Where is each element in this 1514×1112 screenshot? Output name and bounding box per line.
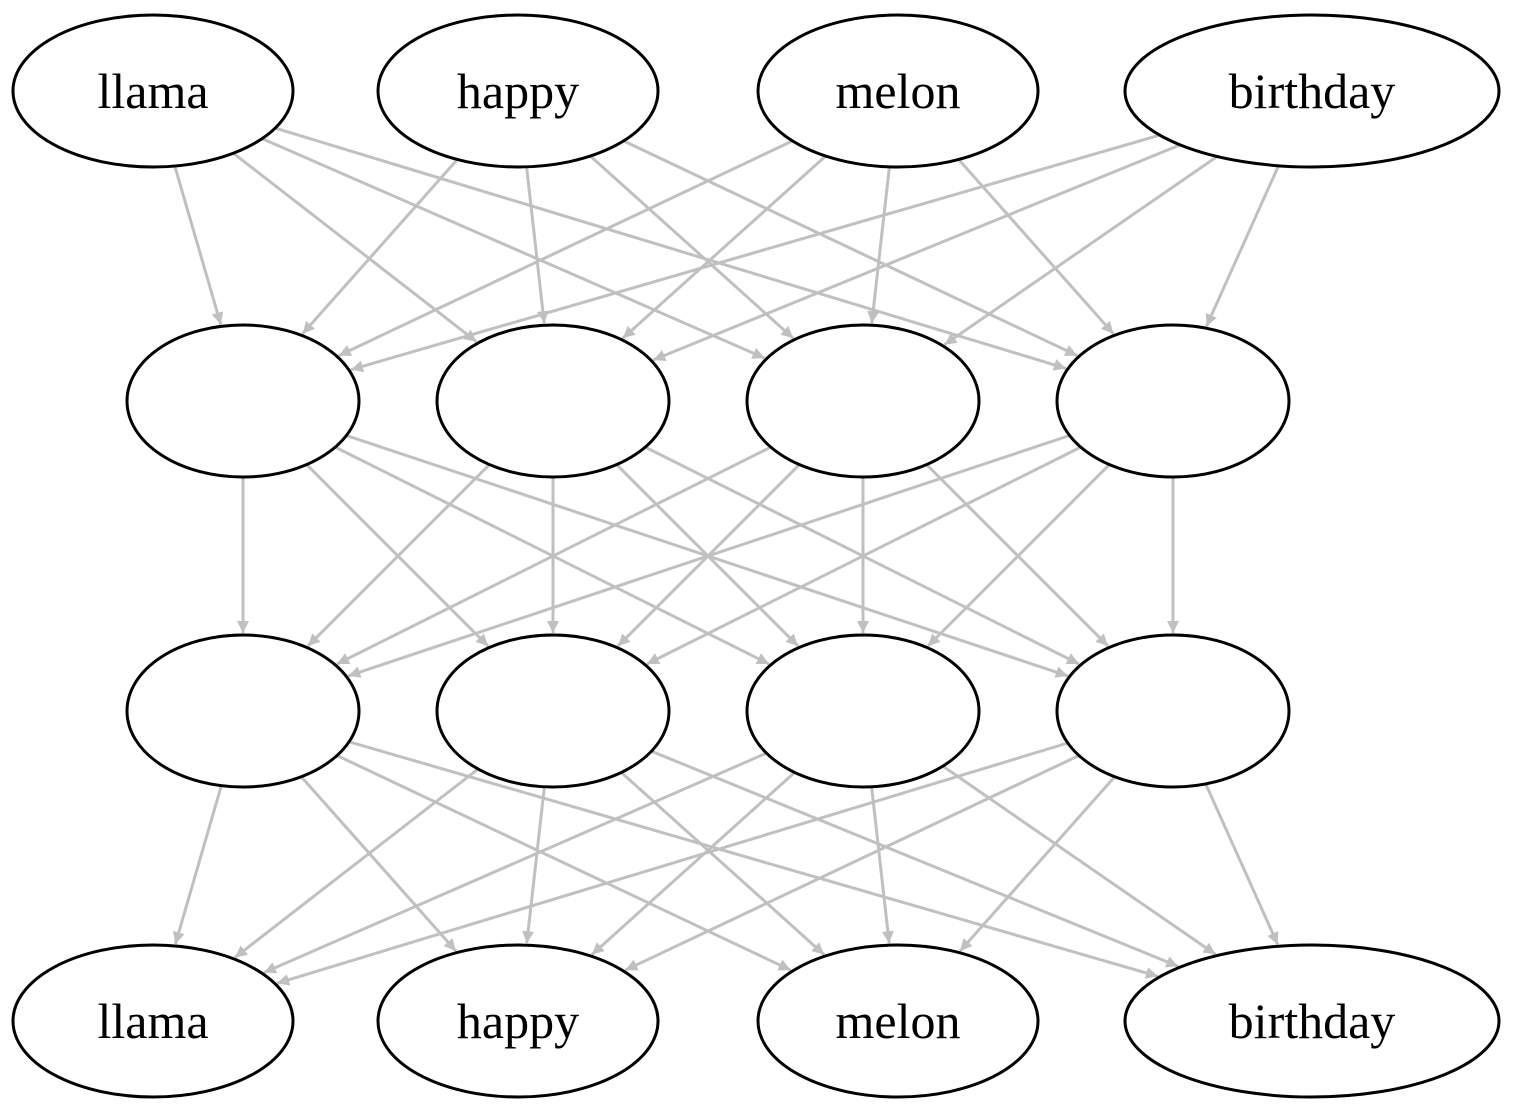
edge-h2_4-to-out_birthday xyxy=(1204,783,1280,946)
edge-in_happy-to-h1_1 xyxy=(301,158,459,335)
node-ellipse xyxy=(435,633,671,789)
edge-h1_4-to-h2_2 xyxy=(646,445,1082,666)
node-h2_3 xyxy=(745,633,981,789)
node-out_happy: happy xyxy=(376,943,660,1099)
node-out_llama: llama xyxy=(11,943,295,1099)
node-ellipse xyxy=(756,13,1040,169)
edge-in_birthday-to-h1_4 xyxy=(1205,165,1280,327)
edge-h2_2-to-out_llama xyxy=(233,767,480,959)
node-ellipse xyxy=(125,633,361,789)
edge-in_happy-to-h1_4 xyxy=(622,139,1078,357)
edge-h1_3-to-h2_1 xyxy=(336,445,772,666)
node-in_happy: happy xyxy=(376,13,660,169)
edge-h2_1-to-out_happy xyxy=(300,775,458,952)
node-label: birthday xyxy=(1229,993,1396,1049)
edge-h1_4-to-h2_1 xyxy=(347,434,1071,678)
edge-h2_4-to-out_happy xyxy=(624,754,1080,972)
edge-in_llama-to-h1_2 xyxy=(232,152,478,343)
node-h1_4 xyxy=(1055,323,1291,479)
node-ellipse xyxy=(11,943,295,1099)
node-h2_4 xyxy=(1055,633,1291,789)
node-label: birthday xyxy=(1229,63,1396,119)
node-ellipse xyxy=(745,323,981,479)
edge-h2_4-to-out_melon xyxy=(958,775,1116,952)
edge-in_melon-to-h1_2 xyxy=(621,154,827,340)
edge-in_birthday-to-h1_3 xyxy=(943,155,1218,346)
node-ellipse xyxy=(125,323,361,479)
node-label: melon xyxy=(836,993,961,1049)
edge-h2_3-to-out_llama xyxy=(263,751,768,974)
edge-in_melon-to-h1_3 xyxy=(867,166,891,324)
node-label: happy xyxy=(457,63,579,119)
node-ellipse xyxy=(376,13,660,169)
node-out_birthday: birthday xyxy=(1123,943,1501,1099)
node-ellipse xyxy=(11,13,295,169)
node-h2_2 xyxy=(435,633,671,789)
node-ellipse xyxy=(745,633,981,789)
node-out_melon: melon xyxy=(756,943,1040,1099)
node-label: melon xyxy=(836,63,961,119)
edge-in_llama-to-h1_3 xyxy=(261,137,766,360)
node-h1_3 xyxy=(745,323,981,479)
edge-in_happy-to-h1_3 xyxy=(589,154,795,340)
edge-h2_2-to-out_melon xyxy=(620,771,826,956)
edge-in_melon-to-h1_1 xyxy=(338,139,794,357)
node-ellipse xyxy=(435,323,671,479)
edge-group xyxy=(172,126,1280,986)
edge-h2_3-to-out_happy xyxy=(590,771,796,956)
node-ellipse xyxy=(1123,943,1501,1099)
node-group: llama happy melon birthday llama happy melon bi… xyxy=(11,13,1501,1099)
node-label: llama xyxy=(97,63,208,119)
edge-h2_2-to-out_birthday xyxy=(650,749,1179,968)
node-ellipse xyxy=(376,943,660,1099)
edge-h1_2-to-h2_1 xyxy=(306,463,491,648)
node-h2_1 xyxy=(125,633,361,789)
edge-in_melon-to-h1_4 xyxy=(957,158,1115,335)
edge-h2_1-to-out_llama xyxy=(172,785,223,945)
node-h1_2 xyxy=(435,323,671,479)
node-ellipse xyxy=(756,943,1040,1099)
node-ellipse xyxy=(1055,633,1291,789)
edge-h2_1-to-out_birthday xyxy=(348,740,1159,979)
edge-h2_3-to-out_melon xyxy=(870,786,894,944)
edge-in_llama-to-h1_1 xyxy=(173,165,224,325)
edge-in_birthday-to-h1_2 xyxy=(652,143,1181,362)
edge-h2_1-to-out_melon xyxy=(336,754,792,972)
edge-in_happy-to-h1_2 xyxy=(525,166,549,324)
node-label: llama xyxy=(97,993,208,1049)
node-in_birthday: birthday xyxy=(1123,13,1501,169)
node-in_llama: llama xyxy=(11,13,295,169)
node-ellipse xyxy=(1123,13,1501,169)
edge-h2_4-to-out_llama xyxy=(276,741,1069,986)
node-h1_1 xyxy=(125,323,361,479)
edge-in_llama-to-h1_4 xyxy=(274,126,1067,371)
node-label: happy xyxy=(457,993,579,1049)
edge-in_birthday-to-h1_1 xyxy=(350,133,1161,373)
node-ellipse xyxy=(1055,323,1291,479)
node-in_melon: melon xyxy=(756,13,1040,169)
edge-h1_4-to-h2_3 xyxy=(926,463,1111,648)
edge-h2_2-to-out_happy xyxy=(522,786,546,944)
